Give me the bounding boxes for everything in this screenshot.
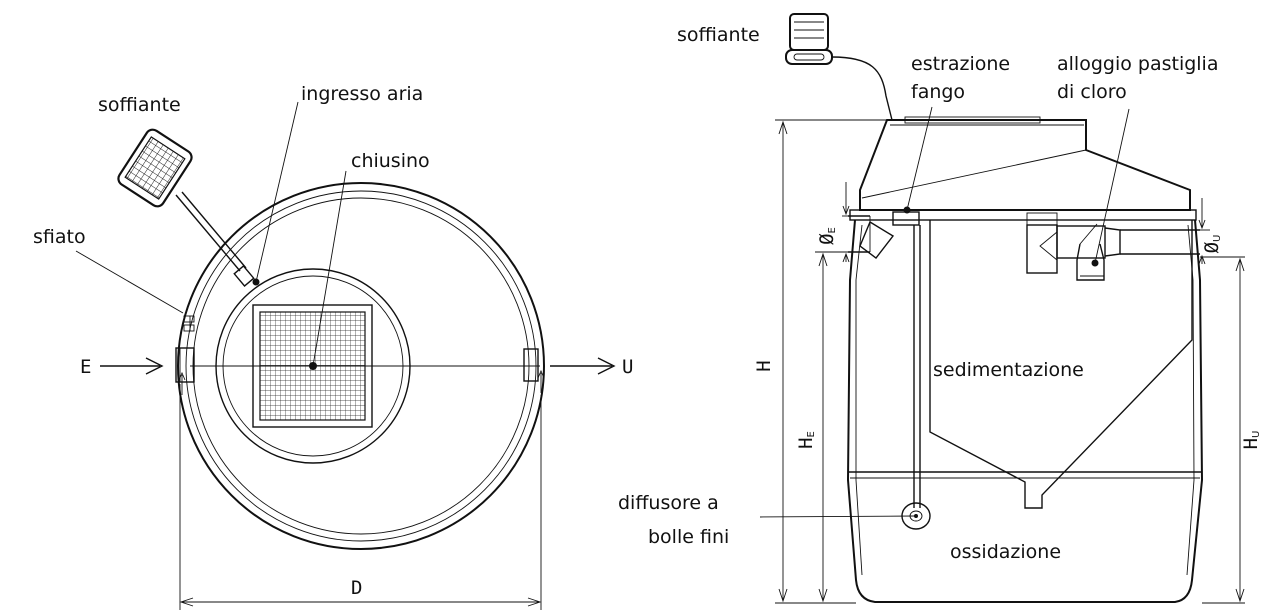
sludge-extraction xyxy=(892,206,921,508)
soffiante-label-section: soffiante xyxy=(677,24,760,46)
air-hose xyxy=(175,191,247,272)
inlet-arrow xyxy=(100,357,164,375)
estrazione-leader xyxy=(906,106,933,211)
plan-view: E U sfiato soffiante xyxy=(33,83,633,610)
inlet-height-label: HE xyxy=(795,431,817,449)
outlet-label: U xyxy=(622,356,633,378)
ingresso-aria-label: ingresso aria xyxy=(301,83,423,105)
height-label: H xyxy=(753,360,775,371)
estrazione-label-2: fango xyxy=(911,81,965,103)
air-inlet-fitting xyxy=(233,265,255,287)
ossidazione-label: ossidazione xyxy=(950,541,1061,563)
outlet-diameter-label: ØU xyxy=(1201,235,1223,254)
outlet-diameter-dimension xyxy=(1196,198,1210,265)
sedimentation-chamber xyxy=(929,220,1193,509)
estrazione-label-1: estrazione xyxy=(911,53,1010,75)
diameter-label: D xyxy=(351,577,362,599)
diffusore-label-1: diffusore a xyxy=(618,492,719,514)
inlet-height-marker xyxy=(178,371,186,395)
height-dimension xyxy=(775,119,890,604)
vent-fitting xyxy=(183,315,195,332)
sfiato-label: sfiato xyxy=(33,226,86,248)
tank-outline xyxy=(177,182,545,550)
blower-unit xyxy=(117,128,193,208)
diffusore-label-2: bolle fini xyxy=(648,526,729,548)
outlet-assembly xyxy=(1026,212,1200,281)
tank-body xyxy=(846,219,1204,603)
alloggio-label-2: di cloro xyxy=(1057,81,1127,103)
sedimentazione-label: sedimentazione xyxy=(933,359,1084,381)
tank-lid xyxy=(859,119,1191,211)
sfiato-leader xyxy=(75,250,184,314)
inlet-diameter-dimension xyxy=(842,182,850,263)
outlet-height-label: HU xyxy=(1240,431,1262,450)
inlet-diameter-label: ØE xyxy=(816,227,838,245)
inlet-height-dimension xyxy=(815,251,848,603)
outlet-height-marker xyxy=(537,369,545,393)
blower-unit-side xyxy=(785,13,833,65)
soffiante-label-plan: soffiante xyxy=(98,94,181,116)
diffusore-leader xyxy=(759,515,917,518)
alloggio-label-1: alloggio pastiglia xyxy=(1057,53,1218,75)
tank-rim xyxy=(849,209,1197,221)
ingresso-aria-leader xyxy=(255,101,299,283)
inlet-label: E xyxy=(80,356,91,378)
diameter-dimension xyxy=(179,384,542,610)
outlet-arrow xyxy=(550,357,616,375)
outlet-height-dimension xyxy=(1200,256,1245,604)
section-view: soffiante xyxy=(618,13,1262,604)
chiusino-leader xyxy=(312,170,347,367)
chiusino-label: chiusino xyxy=(351,150,430,172)
inlet-nozzle xyxy=(175,347,195,383)
air-hose-side xyxy=(831,56,893,121)
inlet-pipe xyxy=(848,215,895,259)
alloggio-leader xyxy=(1094,108,1130,264)
outlet-nozzle xyxy=(523,348,539,382)
